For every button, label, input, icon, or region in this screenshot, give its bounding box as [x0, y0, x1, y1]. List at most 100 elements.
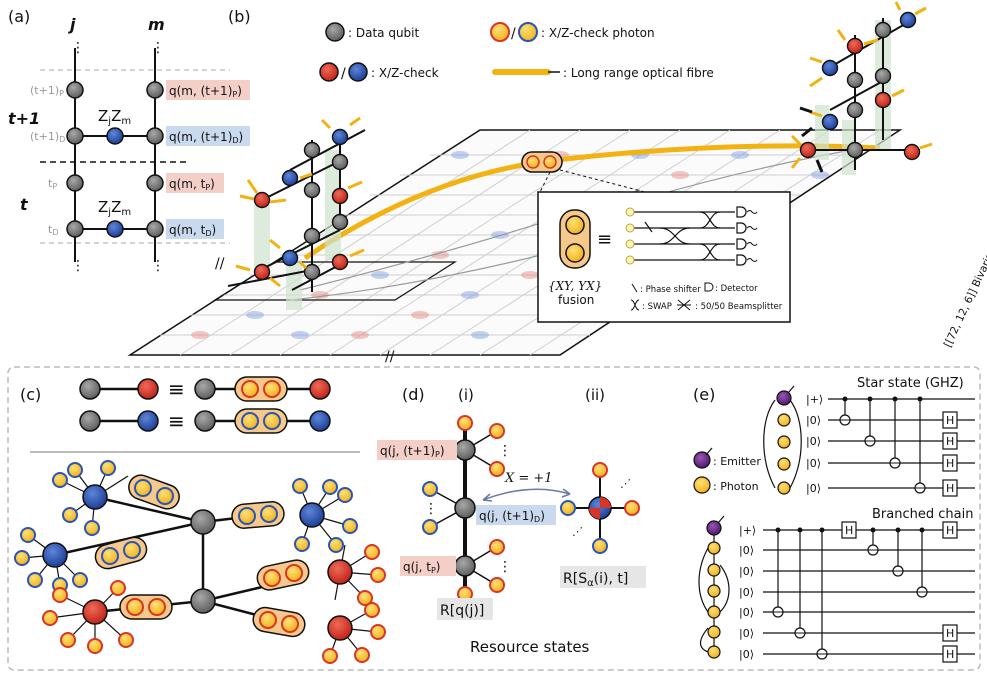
panel-d-label: (d)	[402, 385, 425, 404]
label-bg	[437, 598, 493, 620]
photon	[457, 415, 473, 431]
label-bg-primal	[166, 173, 224, 193]
photon	[422, 519, 438, 535]
time-label-t1P: (t+1)P	[30, 84, 64, 98]
label-bg-dual	[166, 219, 224, 239]
ket-zero: |0⟩	[806, 482, 821, 495]
photon	[101, 547, 119, 565]
photon	[707, 605, 721, 619]
label-bg-primal	[377, 440, 457, 460]
data-qubit	[454, 497, 476, 519]
hadamard-gate: H	[946, 648, 954, 661]
equiv-sign: ≡	[597, 229, 612, 250]
data-qubit	[194, 378, 216, 400]
row-t1-label: t+1	[8, 109, 40, 128]
star-graph	[763, 385, 802, 495]
panel-b-label: (b)	[228, 7, 251, 26]
z-check	[82, 484, 108, 510]
photon	[422, 481, 438, 497]
ket-zero: |0⟩	[739, 544, 754, 557]
fusion-word: fusion	[558, 293, 594, 307]
data-qubit	[194, 410, 216, 432]
photon	[592, 538, 608, 554]
time-label-tD: tD	[48, 223, 59, 237]
photon	[777, 457, 791, 471]
photon	[489, 461, 505, 477]
q-label-j-t1P: q(j, (t+1)P)	[380, 444, 445, 459]
hadamard-gate: H	[946, 414, 954, 427]
dots-j-bottom: ⋮	[71, 258, 85, 274]
swap-text: : SWAP	[642, 302, 672, 312]
panel-a: (a) j m ⋮ ⋮ ⋮ ⋮ ZjZm ZjZm t+1 t (t+1	[8, 7, 250, 274]
photon	[489, 539, 505, 555]
photon-icon	[693, 476, 711, 494]
photon	[263, 380, 281, 398]
bottom-frame	[7, 366, 981, 671]
data-qubit	[79, 410, 101, 432]
data-qubit	[66, 174, 84, 192]
photon-legend: : Photon	[713, 480, 759, 493]
data-qubit	[146, 81, 164, 99]
panel-e: (e) Star state (GHZ)	[693, 376, 975, 663]
hadamard-gate: H	[946, 435, 954, 448]
star-circuit: H H H H |+⟩ |0⟩ |0⟩ |0⟩ |0⟩	[804, 390, 975, 497]
photon	[260, 505, 278, 523]
x-eq-label: X = +1	[504, 471, 553, 486]
zoom-line	[559, 169, 646, 193]
legend-fibre-text: : Long range optical fibre	[563, 66, 714, 80]
panel-a-label: (a)	[8, 7, 30, 26]
branched-graph	[698, 515, 730, 659]
beamsplitter-text: : 50/50 Beamsplitter	[695, 302, 783, 312]
subpanel-i-label: (i)	[458, 386, 474, 404]
photon	[707, 625, 721, 639]
ket-plus: |+⟩	[806, 393, 823, 406]
input-mode	[625, 255, 635, 265]
panel-b: (b) : Data qubit / : X/Z-check photon / …	[127, 1, 987, 365]
hadamard-gate: H	[845, 524, 853, 537]
ellipsis: ⋰	[620, 477, 631, 490]
fusion-circuit	[633, 211, 735, 261]
photon	[263, 569, 281, 587]
ket-zero: |0⟩	[739, 627, 754, 640]
q-label-j-t1D: q(j, (t+1)D)	[479, 509, 545, 524]
x-check	[137, 378, 159, 400]
data-qubit	[79, 378, 101, 400]
z-check	[299, 502, 325, 528]
emitter-icon	[693, 451, 711, 469]
photon	[263, 412, 281, 430]
photon	[707, 584, 721, 598]
photon-edges	[21, 467, 379, 657]
z-check	[42, 542, 68, 568]
legend-slash: /	[511, 26, 516, 42]
photon	[156, 487, 174, 505]
ket-zero: |0⟩	[806, 435, 821, 448]
zz-label-lower: ZjZm	[98, 198, 131, 218]
z-check	[106, 127, 124, 145]
subpanel-ii-label: (ii)	[585, 386, 605, 404]
data-qubit	[146, 174, 164, 192]
ket-zero: |0⟩	[739, 606, 754, 619]
dots-m-top: ⋮	[151, 40, 165, 56]
legend-check-text: : X/Z-check	[371, 66, 439, 80]
label-bg-dual	[476, 505, 556, 525]
ket-zero: |0⟩	[739, 565, 754, 578]
time-label-t1D: (t+1)D	[30, 130, 65, 144]
emitter	[776, 390, 792, 406]
panel-c: (c) ≡ ≡	[14, 376, 386, 664]
ket-zero: |0⟩	[739, 586, 754, 599]
photon	[285, 564, 303, 582]
z-check	[137, 410, 159, 432]
dots-j-top: ⋮	[71, 40, 85, 56]
photon	[543, 155, 557, 169]
x-check	[309, 378, 331, 400]
fusion-pair	[94, 536, 148, 570]
row-t-label: t	[20, 195, 29, 214]
input-mode	[625, 223, 635, 233]
branched-circuit: H H H H |+⟩ |0⟩ |0⟩ |0⟩ |0⟩ |0⟩ |0⟩	[737, 520, 975, 663]
phase-shifter-icon	[631, 283, 638, 293]
photon	[238, 507, 256, 525]
data-qubit	[190, 509, 216, 535]
tanner-caption: [[72, 12, 6]] Bivariate bicycle qLDPC co…	[942, 79, 987, 349]
ellipsis: ⋮	[424, 501, 438, 517]
